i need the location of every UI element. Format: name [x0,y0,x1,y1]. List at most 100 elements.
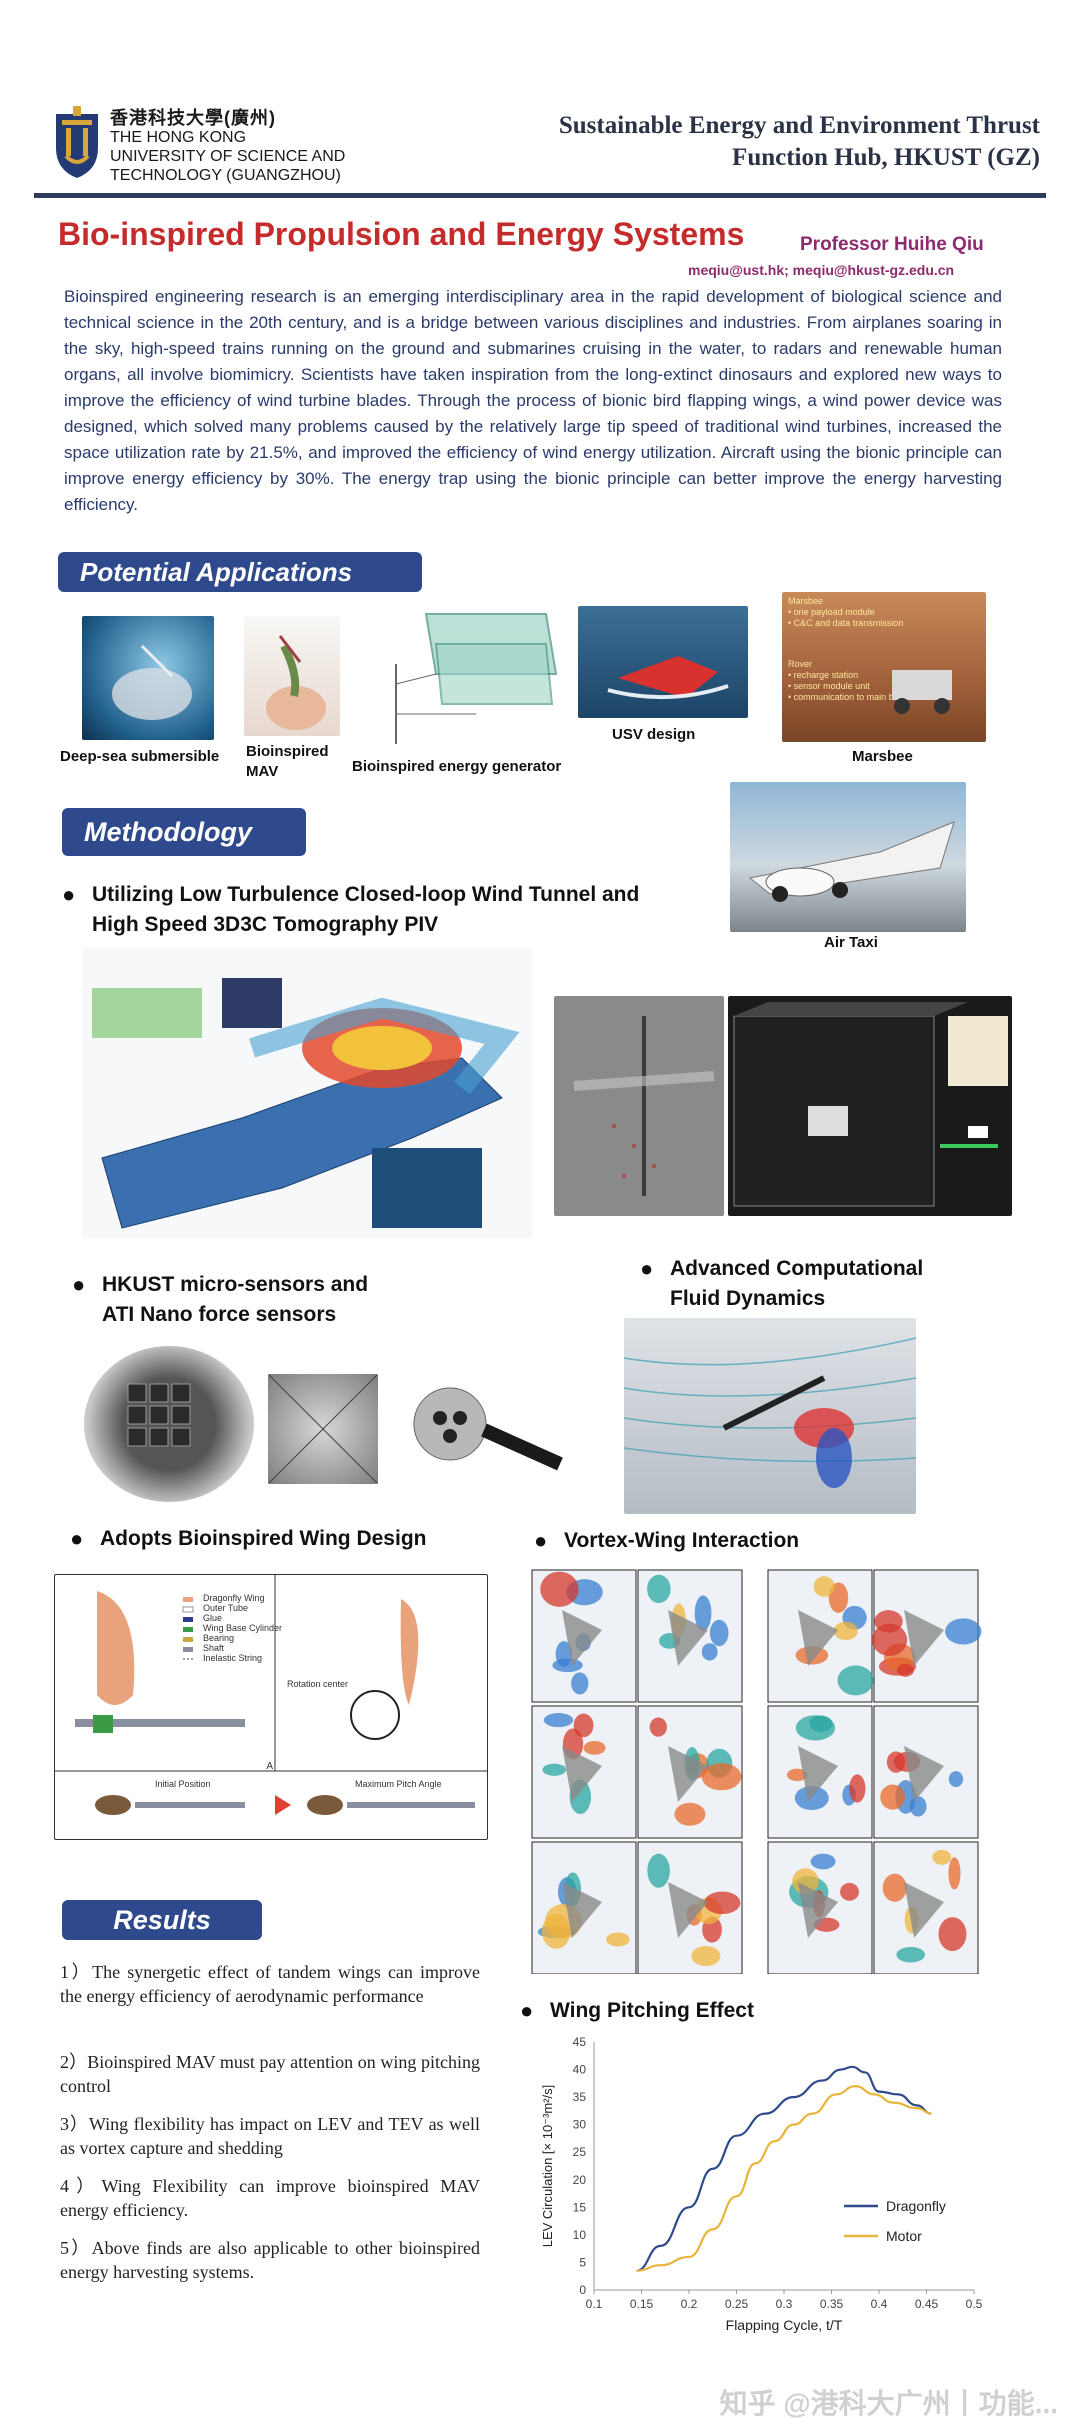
marsbee-text: Rover [788,659,813,669]
y-tick-label: 20 [573,2173,587,2187]
bullet-wind-tunnel: ● Utilizing Low Turbulence Closed-loop W… [62,880,639,940]
marsbee-image: Marsbee • one payload module • C&C and d… [782,592,986,742]
bullet-icon: ● [520,1998,534,2023]
result-item: 3）Wing flexibility has impact on LEV and… [60,2114,480,2158]
bullet-micro-sensors: ● HKUST micro-sensors and ATI Nano force… [72,1270,369,1330]
bullet-line: High Speed 3D3C Tomography PIV [92,913,439,936]
initial-position-label: Initial Position [155,1779,211,1789]
bullet-icon: ● [534,1528,548,1553]
x-tick-label: 0.5 [966,2297,983,2311]
vortex-blob [571,1672,589,1695]
deep-sea-submersible-image [82,616,214,740]
university-name-english: THE HONG KONG UNIVERSITY OF SCIENCE AND … [110,128,380,185]
vortex-blob [886,1751,906,1773]
wing-legend-item: Inelastic String [203,1653,263,1663]
vortex-blob [541,1913,571,1949]
vortex-blob [583,1740,606,1755]
x-tick-label: 0.25 [725,2297,749,2311]
vortex-blob [880,1784,905,1810]
vortex-blob [694,1595,712,1632]
marsbee-text: • communication to main base [788,692,909,702]
wing-legend-item: Glue [203,1613,223,1623]
vortex-blob [647,1574,671,1604]
bullet-line: Fluid Dynamics [670,1287,826,1310]
bullet-icon: ● [72,1272,86,1297]
sensor-chip-image [268,1374,378,1484]
y-tick-label: 15 [573,2200,587,2214]
wing-legend-item: Wing Base Cylinder [203,1623,283,1633]
vortex-blob [882,1873,907,1902]
bullet-icon: ● [70,1526,84,1551]
x-tick-label: 0.35 [820,2297,844,2311]
wing-legend-item: Bearing [203,1633,235,1643]
university-line: TECHNOLOGY (GUANGZHOU) [110,167,341,184]
vortex-wing-panels [530,1568,990,1974]
legend-label-dragonfly: Dragonfly [886,2198,946,2214]
vortex-blob [691,1946,721,1967]
y-tick-label: 30 [573,2118,587,2132]
vortex-blob [543,1713,574,1728]
marsbee-text: • one payload module [788,607,875,617]
thrust-title: Sustainable Energy and Environment Thrus… [559,110,1040,174]
vortex-blob [810,1853,836,1870]
caption-mav: Bioinspired MAV [246,742,329,782]
vortex-blob [896,1946,926,1963]
vortex-blob [792,1868,819,1895]
energy-generator-diagram [356,604,560,754]
wing-section [904,1882,944,1938]
rotation-center-label: Rotation center [287,1679,349,1689]
vortex-blob [897,1663,914,1677]
wing-design-diagram: A Dragonfly Wing Outer Tube Glue Wing Ba… [54,1574,488,1840]
y-tick-label: 25 [573,2145,587,2159]
bullet-wing-design: ● Adopts Bioinspired Wing Design [70,1524,426,1554]
vortex-blob [794,1786,829,1811]
wing-section [668,1746,708,1802]
result-item: 5）Above finds are also applicable to oth… [60,2238,480,2282]
x-tick-label: 0.45 [915,2297,939,2311]
vortex-blob [701,1763,742,1791]
vortex-blob [555,1641,573,1667]
vortex-blob [674,1802,706,1826]
vortex-blob [945,1618,982,1645]
wing-legend-item: Shaft [203,1643,225,1653]
micro-sensor-wafer-image [84,1346,254,1502]
ati-force-sensor-image [400,1374,570,1484]
header-divider [34,193,1046,198]
section-methodology: Methodology [62,808,306,856]
series-line-dragonfly [636,2065,932,2272]
vortex-blob [837,1665,874,1696]
intro-paragraph: Bioinspired engineering research is an e… [64,287,1002,514]
thrust-line: Function Hub, HKUST (GZ) [732,144,1040,171]
contact-email: meqiu@ust.hk; meqiu@hkust-gz.edu.cn [688,262,955,278]
max-pitch-label: Maximum Pitch Angle [355,1779,442,1789]
vortex-blob [704,1891,741,1915]
bullet-line: HKUST micro-sensors and [102,1273,369,1296]
university-name-chinese: 香港科技大學(廣州) [110,108,276,128]
x-tick-label: 0.15 [630,2297,654,2311]
wing-legend: Dragonfly Wing Outer Tube Glue Wing Base… [203,1593,282,1663]
university-logo [52,104,102,180]
wing-legend-item: Outer Tube [203,1603,249,1613]
wing-section [562,1882,602,1938]
marsbee-text: • C&C and data transmission [788,618,904,628]
caption-marsbee: Marsbee [852,748,913,765]
svg-text:A: A [266,1761,273,1772]
bullet-line: Vortex-Wing Interaction [564,1529,800,1552]
vortex-blob [948,1771,964,1788]
wing-section [562,1746,602,1802]
university-line: UNIVERSITY OF SCIENCE AND [110,148,346,165]
vortex-blob [833,1621,858,1641]
wing-section [668,1610,708,1666]
wing-section [798,1746,838,1802]
legend-label-motor: Motor [886,2228,922,2244]
y-axis-label: LEV Circulation [× 10⁻³m²/s] [540,2085,555,2248]
vortex-blob [786,1768,808,1782]
watermark: 知乎 @港科大广州丨功能... [719,2388,1058,2419]
bullet-line: Advanced Computational [670,1257,924,1280]
y-tick-label: 10 [573,2228,587,2242]
poster-title: Bio-inspired Propulsion and Energy Syste… [58,216,745,252]
vortex-blob [809,1715,833,1732]
tomography-setup-image [728,996,1012,1216]
professor-name: Professor Huihe Qiu [800,234,984,255]
